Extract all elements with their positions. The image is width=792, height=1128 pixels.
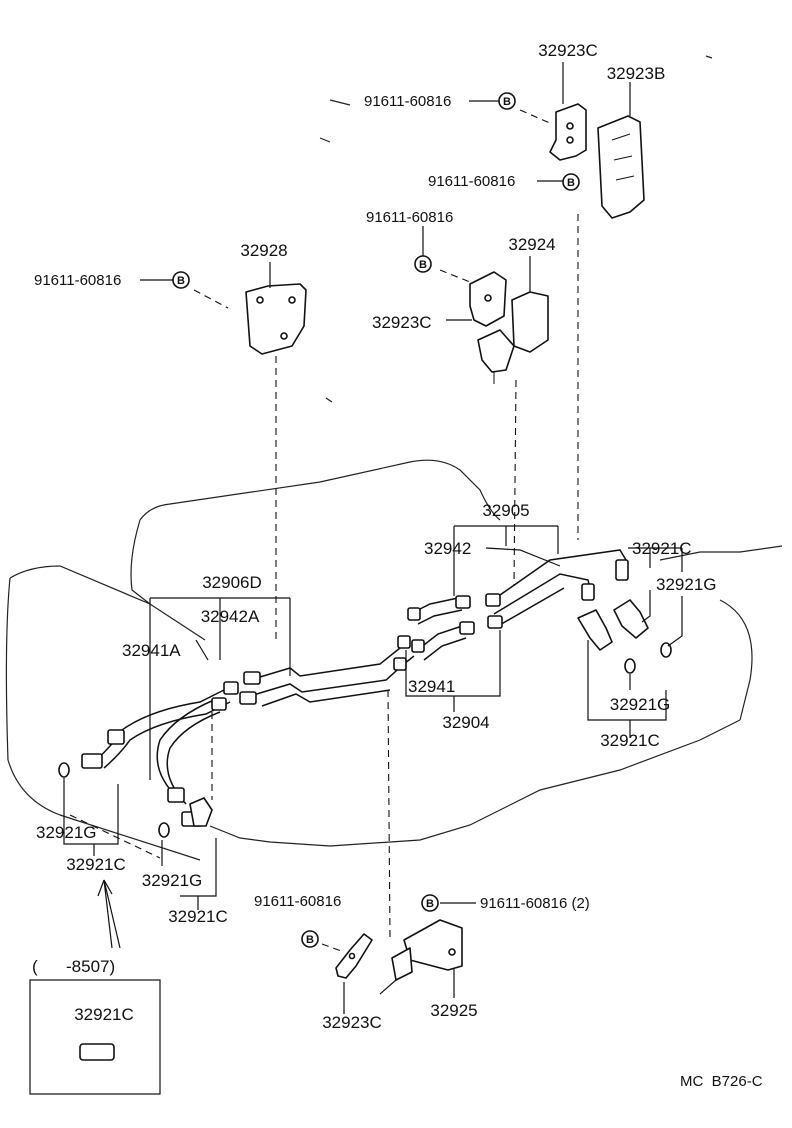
fittings xyxy=(79,559,649,1061)
label-32904: 32904 xyxy=(442,713,489,732)
bolt-badge-b-icon: B xyxy=(301,930,319,948)
svg-text:B: B xyxy=(177,275,185,287)
alignment-lines xyxy=(69,109,579,953)
label-32942A: 32942A xyxy=(201,607,260,626)
transmission-outline xyxy=(5,55,783,861)
label-32942: 32942 xyxy=(424,539,471,558)
hose-32942A xyxy=(156,699,221,805)
diagram-code: MC B726-C xyxy=(680,1073,763,1090)
svg-text:B: B xyxy=(426,898,434,910)
bolt-badge-b-icon: B xyxy=(414,255,432,273)
label-bolt-left: 91611-60816 xyxy=(34,272,121,289)
label-32906D: 32906D xyxy=(202,573,262,592)
label-32923C-top: 32923C xyxy=(538,41,598,60)
hose-32941 xyxy=(419,625,467,661)
bolt-badge-b-icon: B xyxy=(562,173,580,191)
gaskets xyxy=(58,642,672,838)
label-inset-part: 32921C xyxy=(74,1005,134,1024)
label-32923B: 32923B xyxy=(607,64,666,83)
bolt-badge-b-icon: B xyxy=(498,92,516,110)
part-labels: 32923C 32923B 91611-60816 91611-60816 91… xyxy=(32,41,763,1090)
label-32921C-r1: 32921C xyxy=(632,539,692,558)
inset-box xyxy=(29,979,161,1095)
label-inset-range: ( -8507) xyxy=(32,957,115,976)
label-32905: 32905 xyxy=(482,501,529,520)
label-32921C-r2: 32921C xyxy=(600,731,660,750)
label-bolt-top2: 91611-60816 xyxy=(428,173,515,190)
label-32921C-l2: 32921C xyxy=(168,907,228,926)
svg-text:B: B xyxy=(419,259,427,271)
bracket-32925 xyxy=(379,919,463,995)
bracket-32923B xyxy=(597,115,645,219)
label-32923C-bottom: 32923C xyxy=(322,1013,382,1032)
label-bolt-mid-right: 91611-60816 xyxy=(366,209,453,226)
label-32921G-l2: 32921G xyxy=(142,871,203,890)
label-32921G-l1: 32921G xyxy=(36,823,97,842)
label-bolt-top1: 91611-60816 xyxy=(364,93,451,110)
label-32924: 32924 xyxy=(508,235,555,254)
leader-lines xyxy=(63,62,683,1014)
bolt-badge-b-icon: B xyxy=(172,271,190,289)
label-32925: 32925 xyxy=(430,1001,477,1020)
hose-32941A xyxy=(95,689,231,769)
tube-32905 xyxy=(489,549,627,627)
label-32921G-r2: 32921G xyxy=(610,695,671,714)
svg-text:B: B xyxy=(306,934,314,946)
label-32923C-mid: 32923C xyxy=(372,313,432,332)
label-32941: 32941 xyxy=(408,677,455,696)
label-bolt-bottom-right: 91611-60816 (2) xyxy=(480,895,590,912)
bracket-32923C-bottom xyxy=(335,933,373,979)
bolt-badge-b-icon: B xyxy=(421,894,439,912)
label-32941A: 32941A xyxy=(122,641,181,660)
label-32921G-r1: 32921G xyxy=(656,575,717,594)
svg-text:B: B xyxy=(567,177,575,189)
svg-text:B: B xyxy=(503,96,511,108)
bracket-32923C-mid xyxy=(469,271,507,327)
hose-32942 xyxy=(413,597,463,625)
bracket-32928 xyxy=(245,283,307,355)
tube-32906D xyxy=(249,639,415,707)
bracket-32923C-top xyxy=(549,103,587,161)
label-32928: 32928 xyxy=(240,241,287,260)
label-32921C-l1: 32921C xyxy=(66,855,126,874)
label-bolt-bottom-left: 91611-60816 xyxy=(254,893,341,910)
